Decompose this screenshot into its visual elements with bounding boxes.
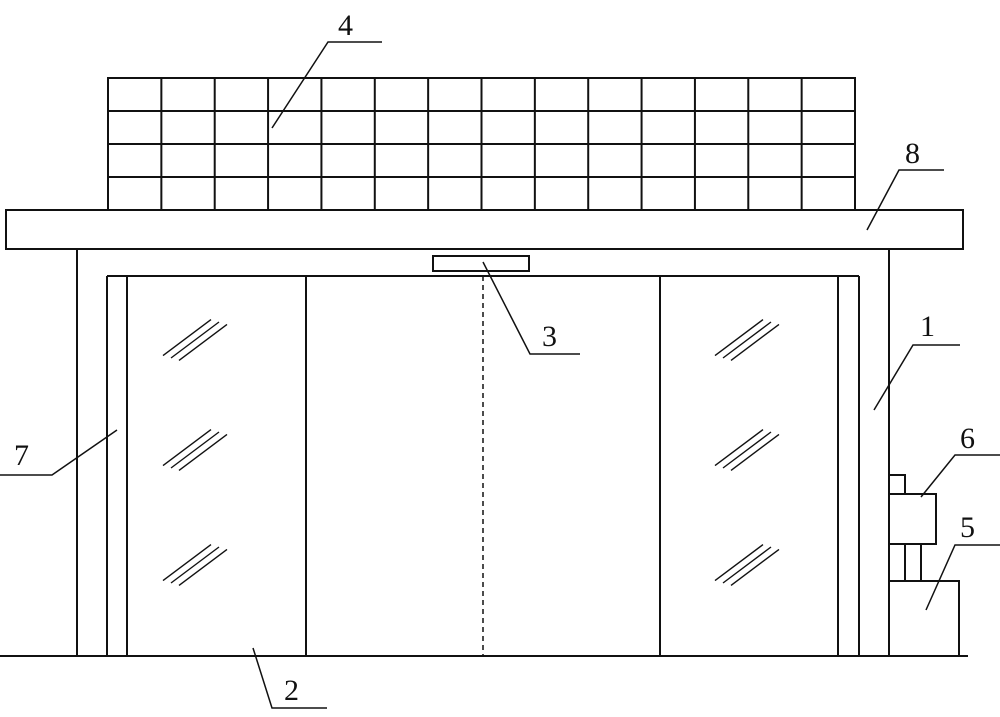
controller-bracket-top: [888, 474, 906, 495]
glass-hatch-line: [714, 429, 764, 467]
glass-hatch-line: [722, 546, 772, 584]
glass-hatch-line: [722, 431, 772, 469]
label-4: 4: [338, 9, 353, 42]
glass-hatch-line: [170, 546, 220, 584]
controller-bracket-bottom: [904, 543, 922, 582]
door-sensor: [432, 255, 530, 272]
solar-panel: [107, 77, 856, 211]
glass-hatches: [162, 319, 780, 586]
glass-hatch-line: [162, 429, 212, 467]
glass-hatch-line: [178, 433, 228, 471]
base-box: [888, 580, 960, 657]
glass-hatch-line: [714, 319, 764, 357]
solar-panel-grid: [108, 78, 855, 210]
glass-hatch-line: [714, 544, 764, 582]
glass-hatch-line: [730, 323, 780, 361]
glass-hatch-line: [730, 548, 780, 586]
label-7: 7: [14, 439, 29, 472]
leader-line-4: [271, 41, 382, 129]
label-8: 8: [905, 137, 920, 170]
glass-hatch-line: [722, 321, 772, 359]
glass-hatch-line: [170, 431, 220, 469]
leader-line-6: [920, 454, 1000, 498]
leader-line-5: [925, 544, 1000, 611]
glass-hatch-line: [178, 548, 228, 586]
label-2: 2: [284, 674, 299, 707]
leader-line-2: [252, 647, 327, 709]
canopy-beam: [5, 209, 964, 250]
label-3: 3: [542, 320, 557, 353]
glass-hatch-line: [162, 319, 212, 357]
leader-line-1: [873, 344, 960, 411]
leader-line-8: [866, 169, 944, 231]
controller-box: [888, 493, 937, 545]
leader-line-7: [0, 429, 118, 476]
glass-hatch-line: [170, 321, 220, 359]
label-1: 1: [920, 310, 935, 343]
glass-hatch-line: [162, 544, 212, 582]
label-6: 6: [960, 422, 975, 455]
leader-line-3: [482, 261, 580, 355]
glass-hatch-line: [178, 323, 228, 361]
label-5: 5: [960, 511, 975, 544]
glass-hatch-line: [730, 433, 780, 471]
